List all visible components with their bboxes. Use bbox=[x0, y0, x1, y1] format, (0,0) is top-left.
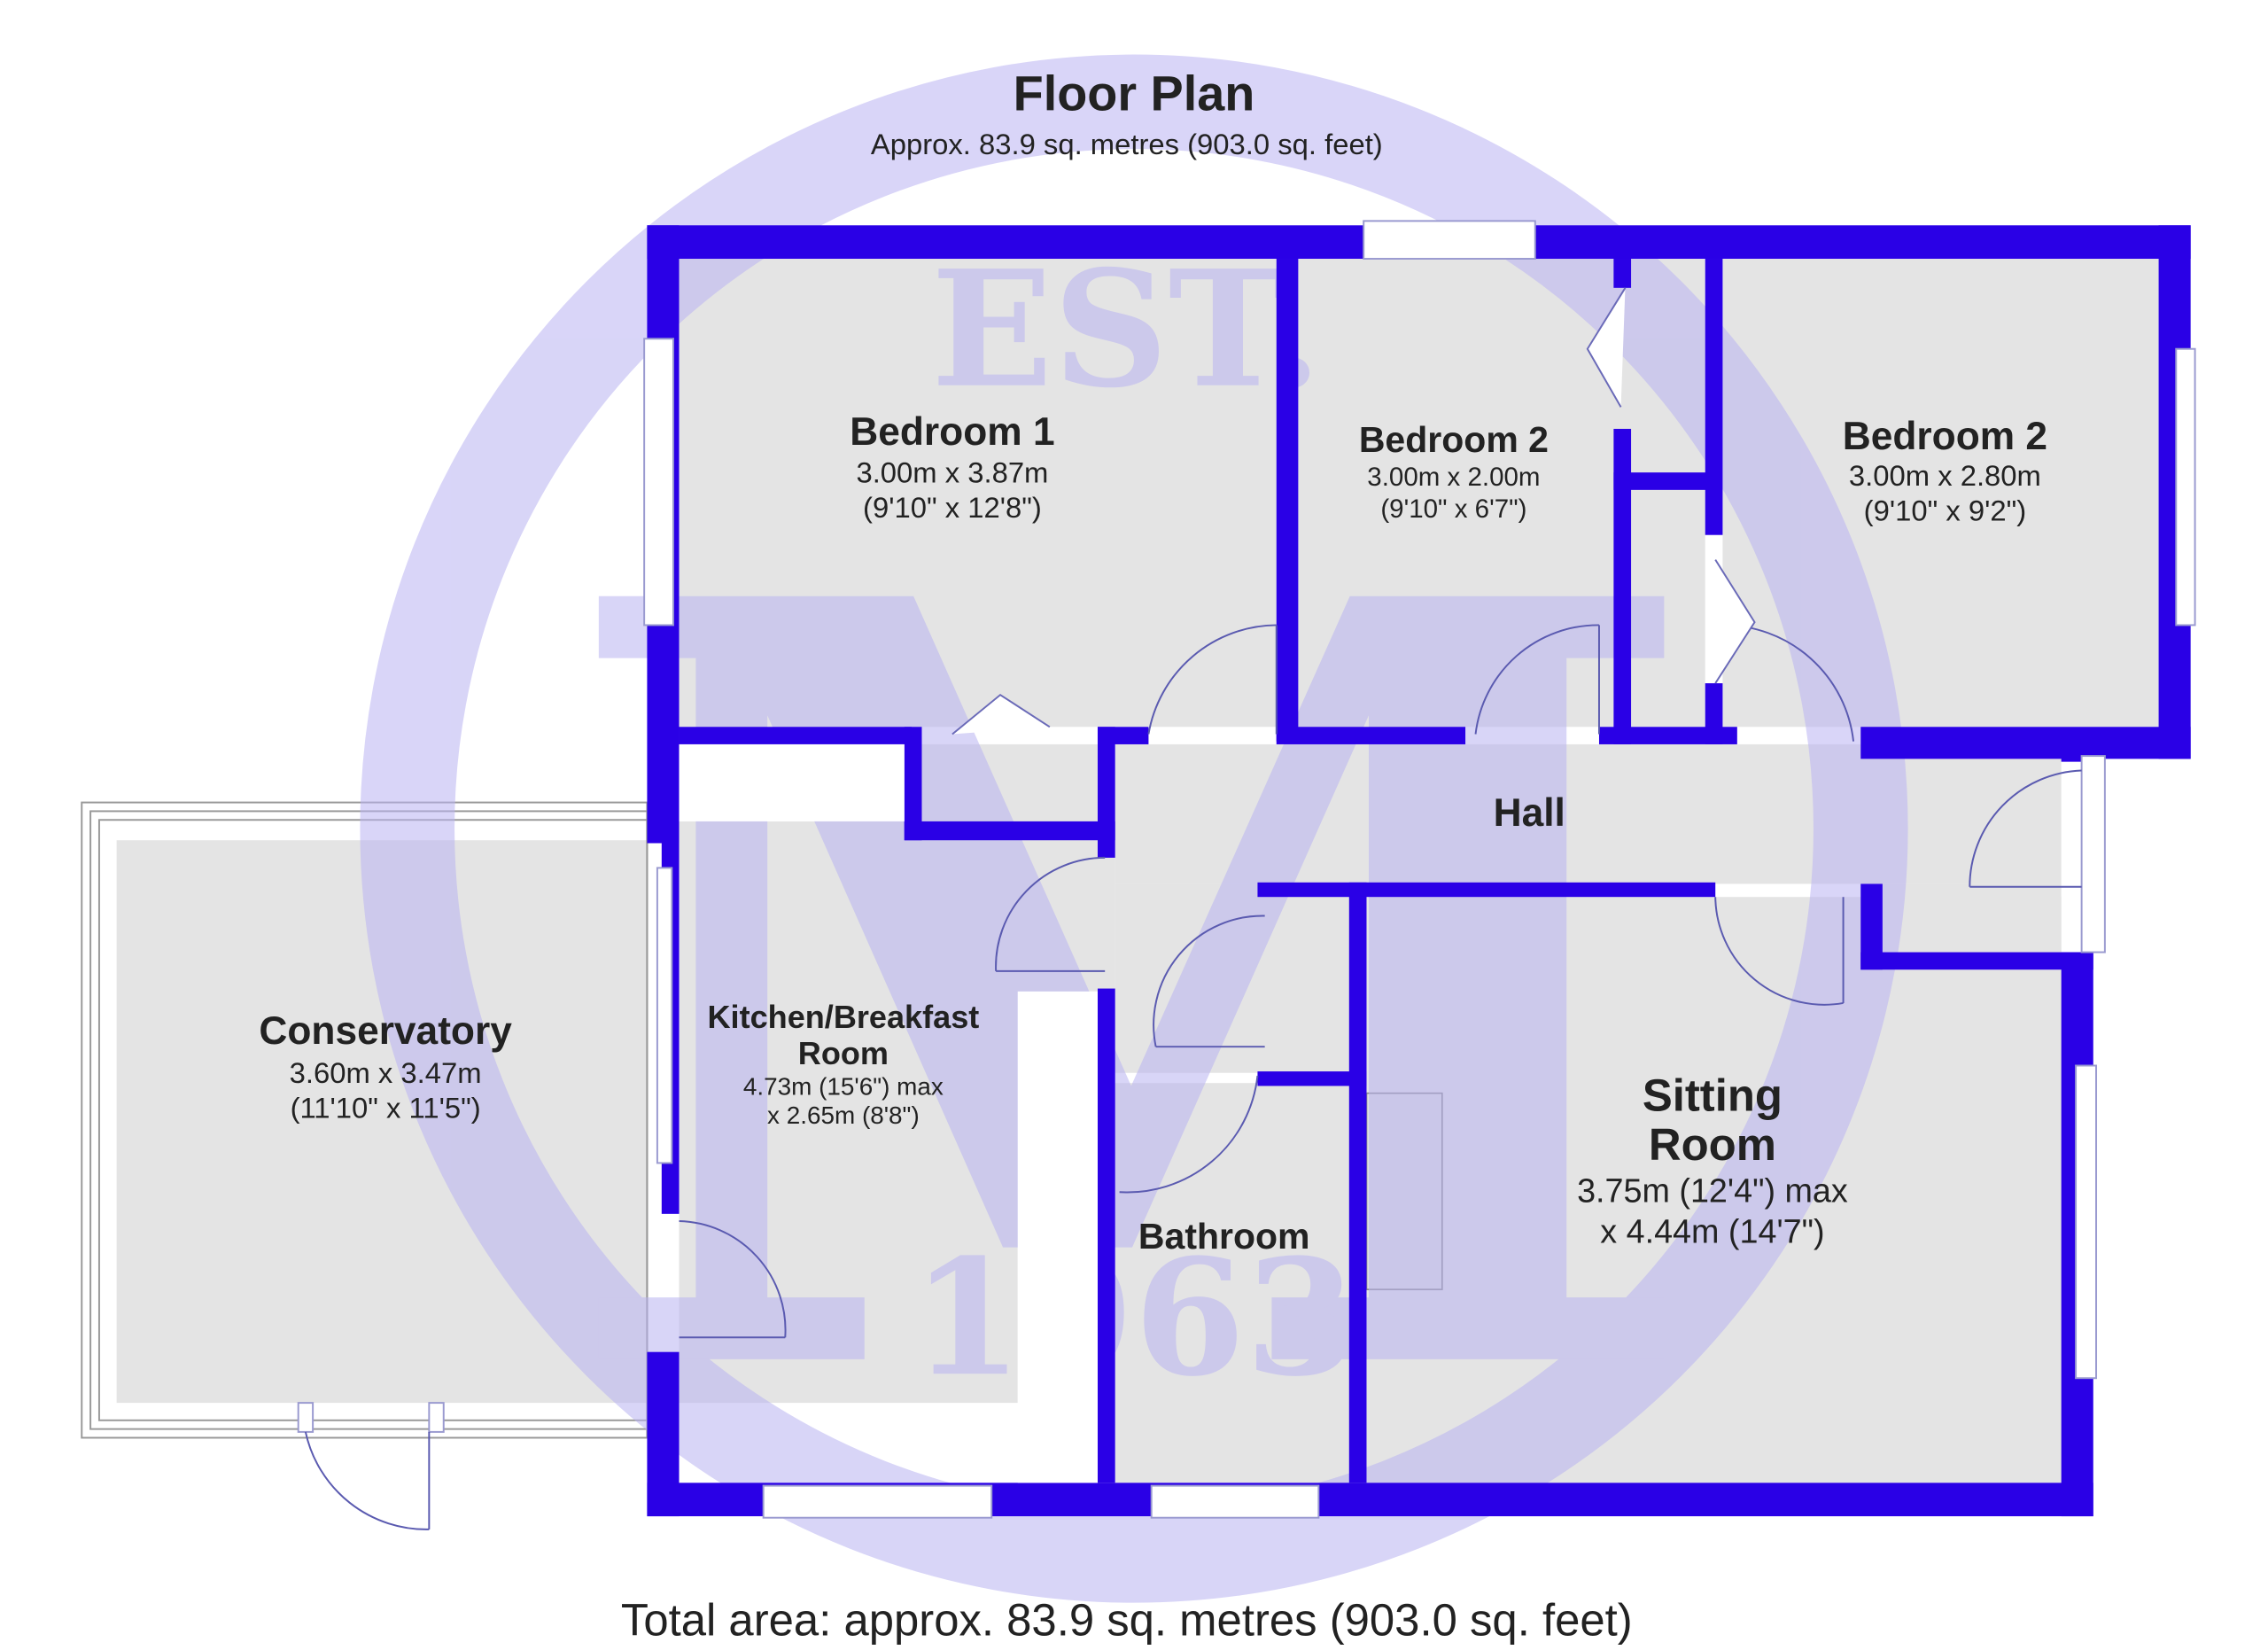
room-dimensions-ft: (9'10" x 12'8") bbox=[863, 491, 1042, 524]
label-bathroom: Bathroom bbox=[1138, 1216, 1310, 1257]
room-dimensions-2: x 4.44m (14'7") bbox=[1600, 1213, 1824, 1250]
room-dimensions: 3.00m x 2.80m bbox=[1849, 459, 2041, 492]
room-name: Sitting bbox=[1643, 1070, 1783, 1120]
room-name-2: Room bbox=[798, 1035, 889, 1071]
label-hall: Hall bbox=[1494, 791, 1565, 835]
room-name: Bedroom 1 bbox=[850, 410, 1054, 454]
total-area: Total area: approx. 83.9 sq. metres (903… bbox=[621, 1595, 1633, 1646]
page-title: Floor Plan bbox=[1014, 66, 1255, 121]
label-sitting-room: Sitting Room 3.75m (12'4") max x 4.44m (… bbox=[1577, 1070, 1848, 1249]
room-dimensions: 3.75m (12'4") max bbox=[1577, 1172, 1848, 1210]
watermark-letter: M bbox=[555, 377, 1713, 1607]
label-kitchen: Kitchen/Breakfast Room 4.73m (15'6") max… bbox=[708, 999, 980, 1129]
label-conservatory: Conservatory 3.60m x 3.47m (11'10" x 11'… bbox=[259, 1009, 512, 1125]
bedroom1-floor bbox=[679, 259, 1277, 728]
room-name-2: Room bbox=[1649, 1119, 1776, 1170]
room-dimensions-2: x 2.65m (8'8") bbox=[767, 1101, 920, 1129]
windows bbox=[297, 220, 2196, 1519]
room-dimensions: 4.73m (15'6") max bbox=[743, 1072, 944, 1100]
watermark-logo: M EST. 1963 bbox=[360, 54, 1908, 1607]
room-dimensions-ft: (11'10" x 11'5") bbox=[291, 1092, 481, 1125]
room-dimensions-ft: (9'10" x 9'2") bbox=[1864, 494, 2026, 526]
label-bedroom2a: Bedroom 2 3.00m x 2.00m (9'10" x 6'7") bbox=[1359, 419, 1549, 524]
chimney-breast bbox=[1365, 1092, 1443, 1290]
room-dimensions: 3.00m x 2.00m bbox=[1367, 463, 1540, 492]
doors bbox=[304, 287, 2082, 1530]
room-name: Kitchen/Breakfast bbox=[708, 999, 980, 1035]
kitchen-upper-floor bbox=[915, 743, 1115, 992]
room-dimensions: 3.00m x 3.87m bbox=[856, 456, 1048, 489]
room-dimensions-ft: (9'10" x 6'7") bbox=[1380, 494, 1526, 524]
room-name: Bedroom 2 bbox=[1359, 419, 1549, 460]
watermark-year: 1963 bbox=[912, 1224, 1356, 1412]
bathroom-floor bbox=[1115, 1083, 1355, 1483]
room-name: Bedroom 2 bbox=[1843, 415, 2047, 458]
watermark-est: EST. bbox=[931, 236, 1323, 424]
room-name: Conservatory bbox=[259, 1009, 512, 1053]
label-bedroom2b: Bedroom 2 3.00m x 2.80m (9'10" x 9'2") bbox=[1843, 415, 2047, 526]
page-subtitle: Approx. 83.9 sq. metres (903.0 sq. feet) bbox=[871, 128, 1383, 160]
label-bedroom1: Bedroom 1 3.00m x 3.87m (9'10" x 12'8") bbox=[850, 410, 1054, 524]
room-dimensions: 3.60m x 3.47m bbox=[290, 1056, 482, 1089]
